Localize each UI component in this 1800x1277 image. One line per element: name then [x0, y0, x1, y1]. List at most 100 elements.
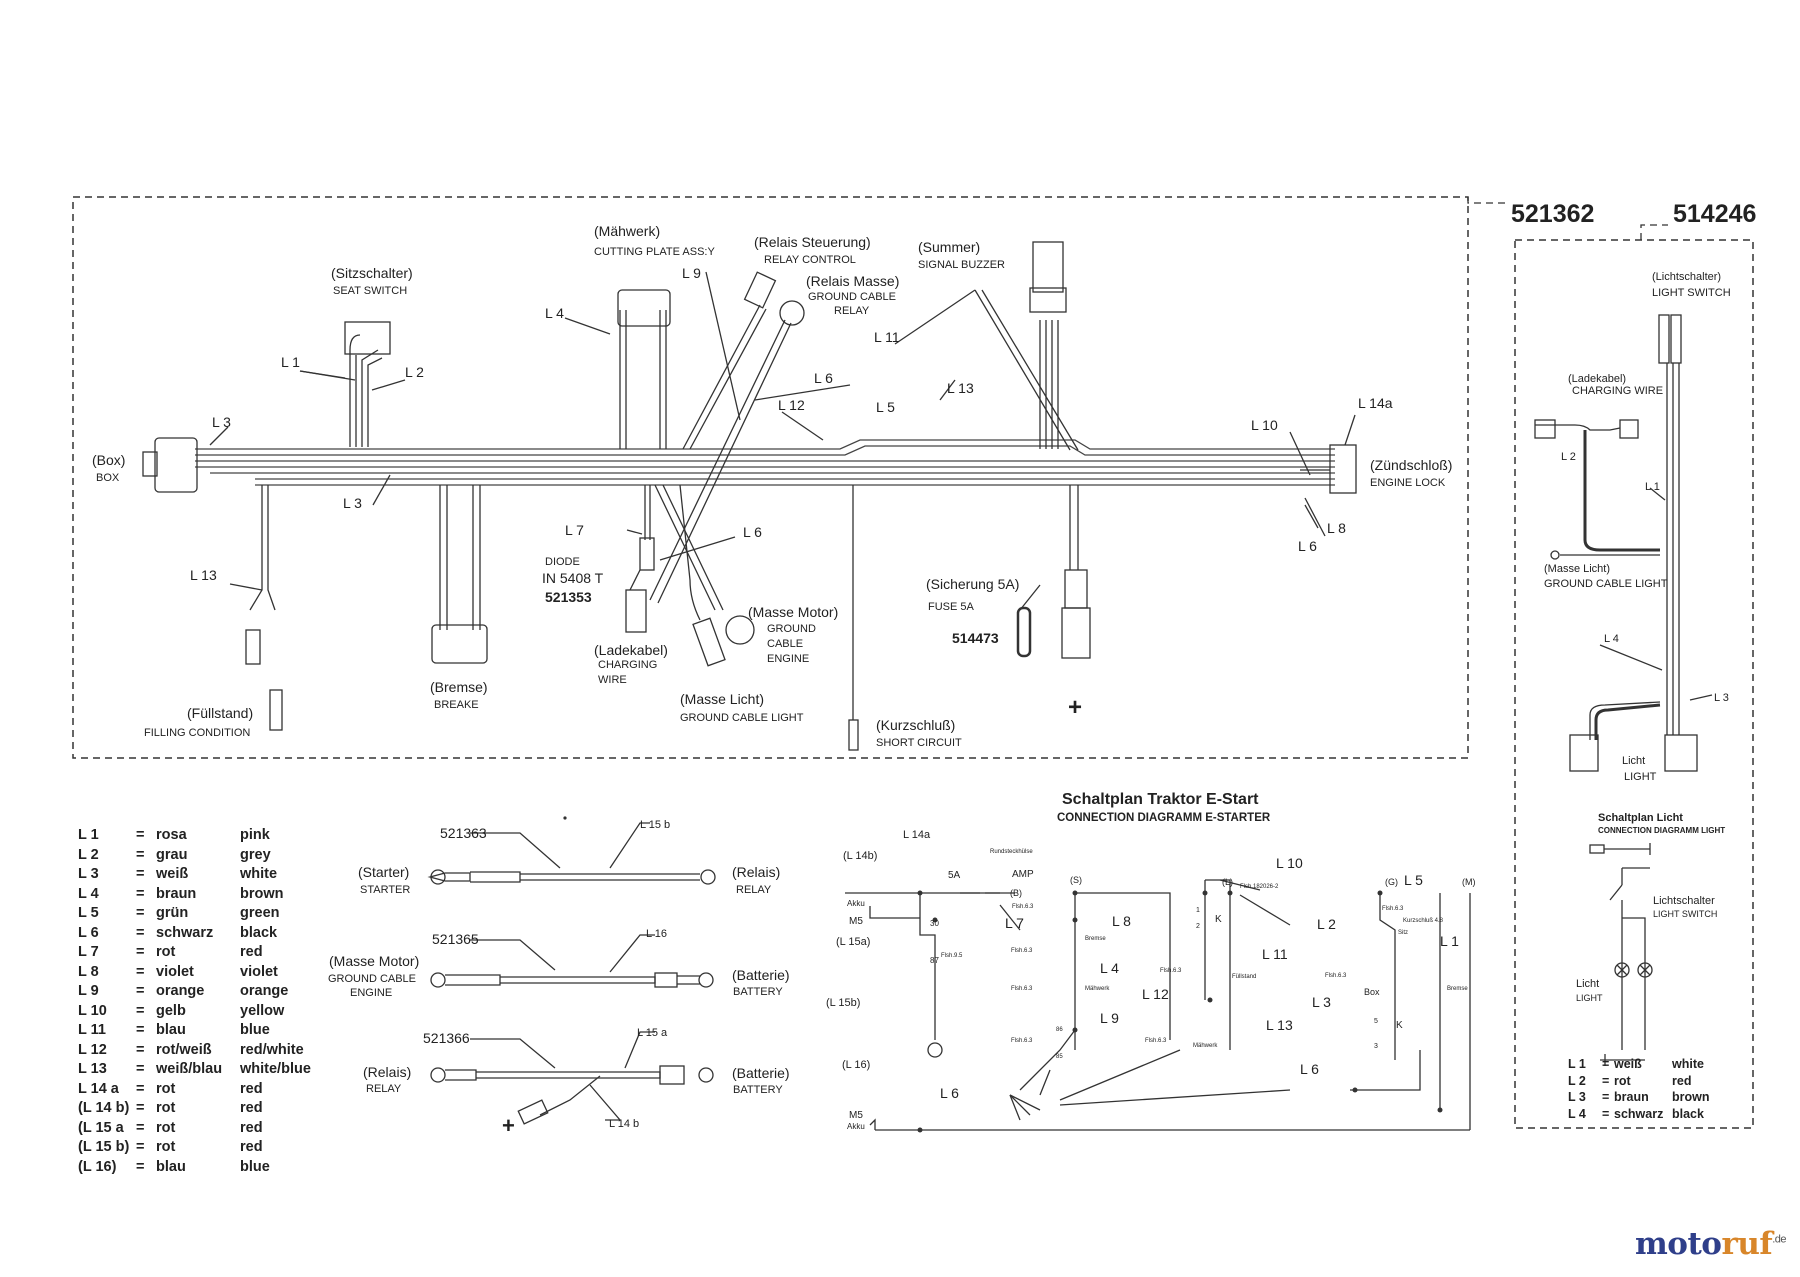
sch-wire-l6-b: L 6 — [940, 1085, 959, 1101]
e-start-schematic — [845, 879, 1471, 1131]
sch-wire-l8: L 8 — [1112, 913, 1131, 929]
light-ground-label: (Masse Licht) — [1544, 563, 1610, 575]
light-ground-en: GROUND CABLE LIGHT — [1544, 578, 1668, 590]
sch-wire-l10: L 10 — [1276, 855, 1303, 871]
sch-l15b: (L 15b) — [826, 997, 860, 1009]
cable-l16: L 16 — [646, 928, 667, 940]
motoruf-logo[interactable]: motoruf.de — [1635, 1226, 1786, 1262]
label-brake: (Bremse) — [430, 679, 488, 695]
cable-relay-2: (Relais) — [363, 1064, 411, 1080]
sch-5: 5 — [1374, 1018, 1378, 1025]
label-fuse-en: FUSE 5A — [928, 601, 975, 613]
wire-l9: L 9 — [682, 265, 701, 281]
sch-kh-2: K — [1396, 1020, 1403, 1031]
sch-wire-l3: L 3 — [1312, 994, 1331, 1010]
wire-l6: L 6 — [743, 524, 762, 540]
label-ground-light: (Masse Licht) — [680, 691, 764, 707]
wire-l8: L 8 — [1327, 520, 1346, 536]
sch-wire-l5: L 5 — [1404, 872, 1423, 888]
label-filling: (Füllstand) — [187, 705, 253, 721]
sch-2: 2 — [1196, 923, 1200, 930]
sch-85: 85 — [1056, 1054, 1063, 1060]
sch-maehwerk: Mähwerk — [1085, 986, 1110, 992]
wire-l4: L 4 — [545, 305, 564, 321]
label-short-circuit: (Kurzschluß) — [876, 717, 955, 733]
sch-l: (L) — [1222, 877, 1233, 887]
label-seat-switch: (Sitzschalter) — [331, 265, 413, 281]
sch-86: 86 — [1056, 1027, 1063, 1033]
light-charging-label: (Ladekabel) — [1568, 373, 1626, 385]
label-short-circuit-en: SHORT CIRCUIT — [876, 737, 962, 749]
cable-relay-1-en: RELAY — [736, 884, 772, 896]
cable-relay-1: (Relais) — [732, 864, 780, 880]
sch-wire-l13: L 13 — [1266, 1017, 1293, 1033]
label-ground-motor: (Masse Motor) — [748, 604, 838, 620]
cable-starter: (Starter) — [358, 864, 409, 880]
sch-wire-l4: L 4 — [1100, 960, 1119, 976]
sch-fuellstand: Füllstand — [1232, 974, 1256, 980]
sch-b: (B) — [1010, 888, 1022, 898]
light-wire-l3: L 3 — [1714, 692, 1729, 704]
sch-flsh63-g: Flsh.6.3 — [1325, 973, 1347, 979]
label-diode: DIODE — [545, 556, 580, 568]
schematic-title: Schaltplan Traktor E-Start — [1062, 791, 1259, 808]
cable-battery-2-en: BATTERY — [733, 1084, 783, 1096]
sch-wire-l11: L 11 — [1262, 946, 1288, 962]
battery-cables — [427, 822, 716, 1125]
sch-sitz: Sitz — [1398, 930, 1408, 936]
sch-maehwerk-2: Mähwerk — [1193, 1043, 1218, 1049]
light-wire-l2: L 2 — [1561, 451, 1576, 463]
wire-l14a: L 14a — [1358, 395, 1393, 411]
sch-flsh63-d: Flsh.6.3 — [1011, 1038, 1033, 1044]
cable-ground-motor-en2: ENGINE — [350, 987, 392, 999]
cable-plus: + — [502, 1113, 515, 1138]
sch-wire-l2: L 2 — [1317, 916, 1336, 932]
sch-30: 30 — [930, 919, 939, 928]
schematic-subtitle: CONNECTION DIAGRAMM E-STARTER — [1057, 812, 1271, 824]
sch-m: (M) — [1462, 877, 1476, 887]
sch-wire-l1: L 1 — [1440, 933, 1459, 949]
sch-wire-l6-a: L 6 — [1300, 1061, 1319, 1077]
main-harness-frame — [72, 196, 1469, 759]
sch-3: 3 — [1374, 1043, 1378, 1050]
label-relay-ground-en2: RELAY — [834, 305, 870, 317]
sch-bremse-2: Bremse — [1447, 986, 1468, 992]
label-ground-motor-en3: ENGINE — [767, 653, 809, 665]
sch-m5-1: M5 — [849, 916, 863, 927]
label-charging-en1: CHARGING — [598, 659, 657, 671]
wire-l7: L 7 — [565, 522, 584, 538]
sch-wire-l7: L 7 — [1005, 915, 1024, 931]
wire-l13: L 13 — [947, 380, 974, 396]
sch-1: 1 — [1196, 907, 1200, 914]
light-schematic-light: Licht — [1576, 978, 1599, 990]
wire-l3: L 3 — [343, 495, 362, 511]
plus-terminal: + — [1068, 694, 1082, 721]
light-lamp-en: LIGHT — [1624, 771, 1657, 783]
cable-relay-pn: 521366 — [423, 1030, 470, 1046]
sch-flsh182: Flsh.182026-2 — [1240, 884, 1279, 890]
sch-wire-l9: L 9 — [1100, 1010, 1119, 1026]
sch-akku-1: Akku — [847, 899, 865, 908]
sch-flsh63-f: Flsh.6.3 — [1160, 968, 1182, 974]
label-charging-en2: WIRE — [598, 674, 627, 686]
sch-akku-2: Akku — [847, 1122, 865, 1131]
sch-l16: (L 16) — [842, 1059, 870, 1071]
cable-ground-motor-en1: GROUND CABLE — [328, 973, 416, 985]
light-harness-drawing — [1534, 314, 1713, 772]
label-charging: (Ladekabel) — [594, 642, 668, 658]
main-harness-trunk — [195, 439, 1335, 486]
label-box-en: BOX — [96, 472, 120, 484]
light-schematic-switch-en: LIGHT SWITCH — [1653, 909, 1717, 919]
wire-l13-left: L 13 — [190, 567, 217, 583]
